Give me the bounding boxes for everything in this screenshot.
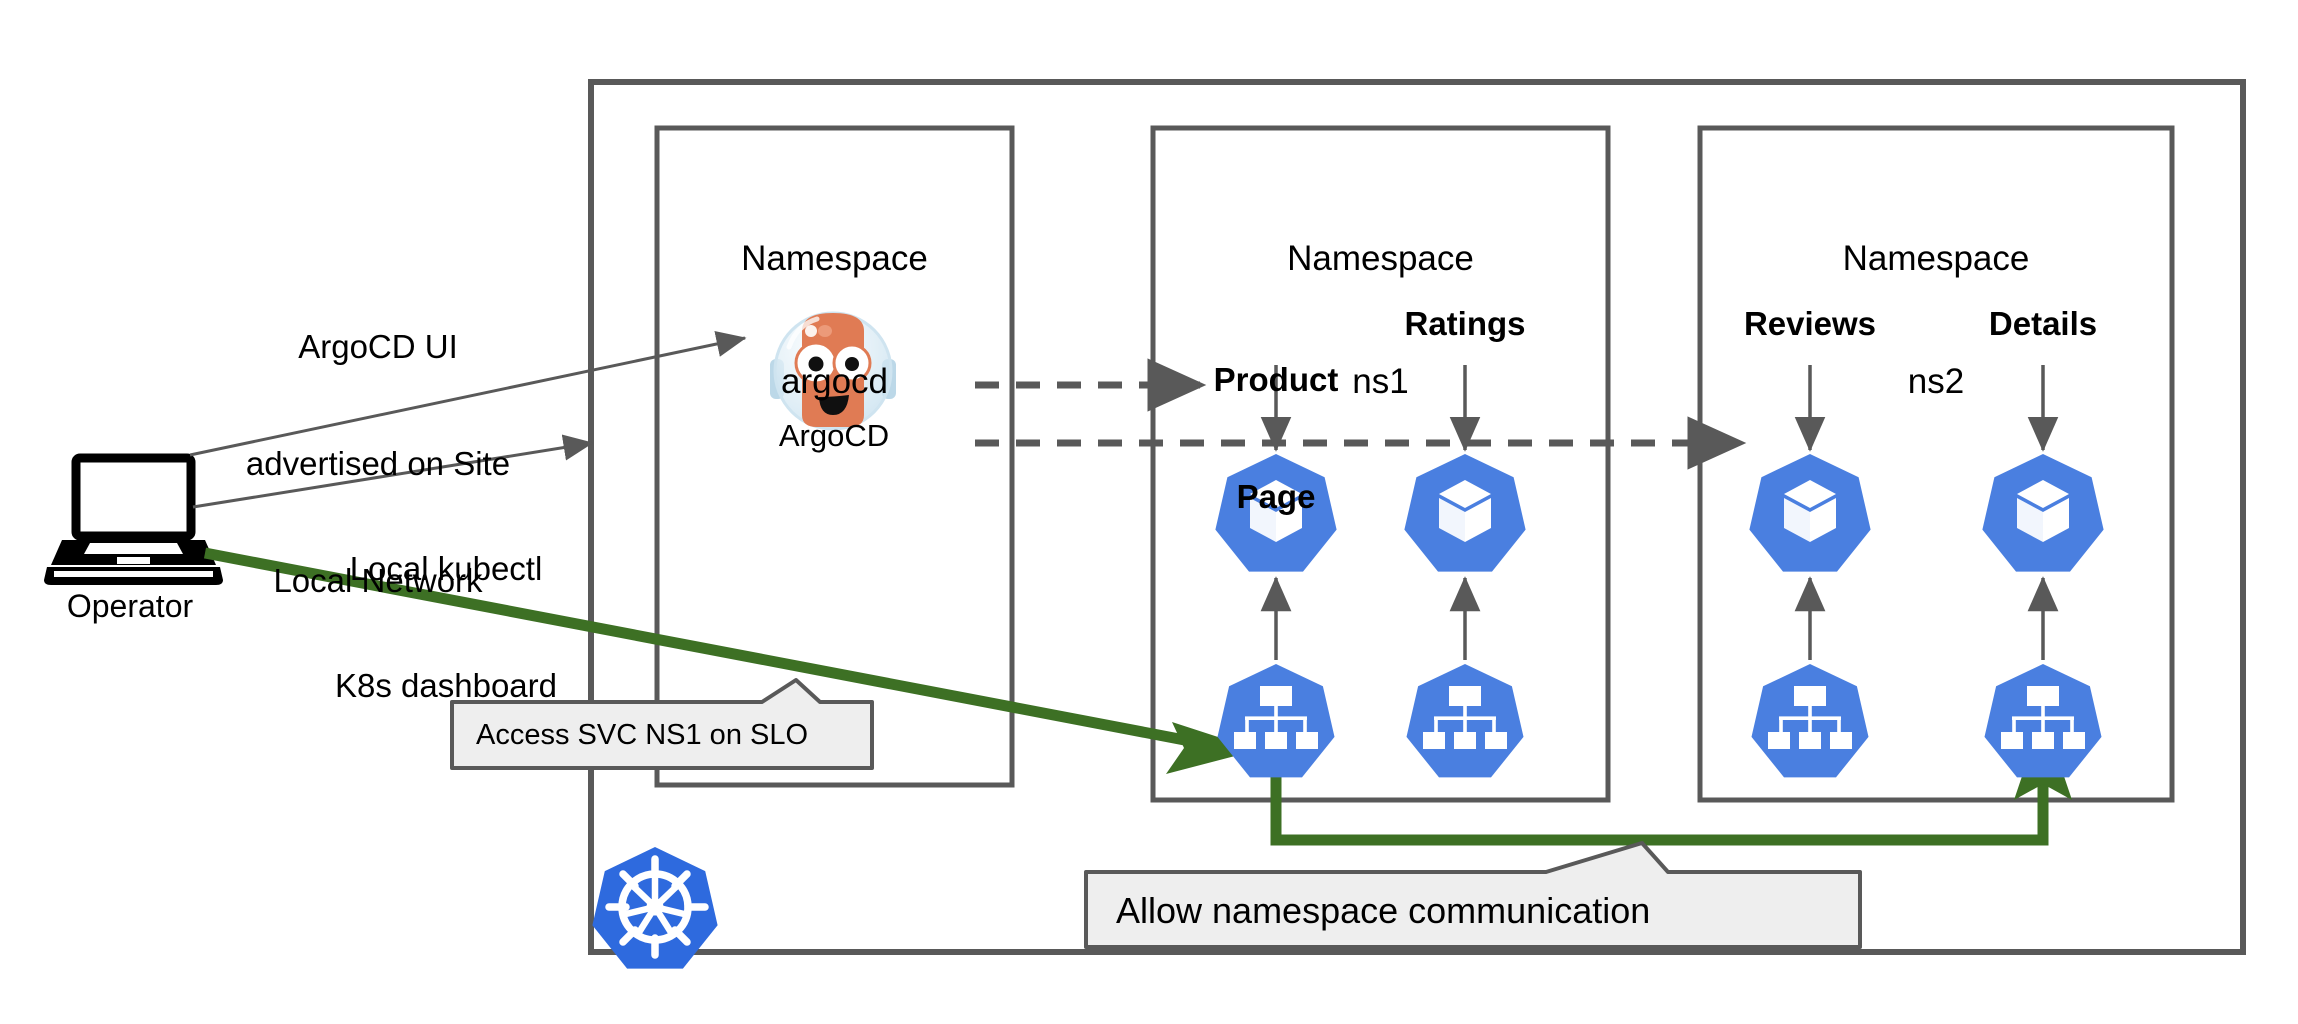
- callout-text-access-svc: Access SVC NS1 on SLO: [476, 719, 809, 751]
- k8s-pod-icon-reviews: [1749, 454, 1871, 572]
- annotation-local-kubectl-line-2: K8s dashboard: [335, 666, 557, 704]
- namespace-title-ns1-line-1: Namespace: [1287, 238, 1474, 278]
- namespace-title-ns2-line-2: ns2: [1907, 362, 1965, 402]
- annotation-argocd-ui-line-3: Local Network: [273, 561, 483, 599]
- namespace-title-ns2-line-1: Namespace: [1842, 238, 2030, 278]
- argocd-app-label: ArgoCD: [778, 418, 890, 453]
- operator-label: Operator: [66, 588, 194, 624]
- annotation-argocd-ui-line-1: ArgoCD UI: [298, 327, 458, 365]
- namespace-box-ns1: [1150, 125, 1611, 803]
- connector-local-kubectl: [192, 434, 594, 509]
- k8s-pod-icon-ratings: [1404, 454, 1526, 572]
- cluster-boundary: [588, 79, 2246, 955]
- namespace-title-ns1: Namespace ns1: [1153, 155, 1608, 485]
- k8s-service-icon-reviews: [1751, 664, 1869, 778]
- namespace-title-argocd-line-1: Namespace: [741, 238, 928, 278]
- laptop-icon: [44, 453, 223, 585]
- workload-label-product-page: Product Page: [1166, 283, 1386, 595]
- workload-label-details: Details: [1988, 305, 2098, 342]
- workload-label-product-page-line-1: Product: [1213, 360, 1339, 398]
- connector-argocd-ui: [189, 330, 747, 457]
- callout-text-allow-ns-comm: Allow namespace communication: [1116, 890, 1651, 931]
- k8s-pod-icon-details: [1982, 454, 2104, 572]
- namespace-box-argocd: [654, 125, 1015, 788]
- workload-label-reviews: Reviews: [1743, 305, 1877, 342]
- annotation-argocd-ui-line-2: advertised on Site: [245, 444, 511, 482]
- namespace-title-argocd-line-2: argocd: [780, 362, 889, 402]
- workload-label-ratings: Ratings: [1404, 305, 1526, 342]
- namespace-title-ns1-line-2: ns1: [1352, 362, 1409, 402]
- namespace-title-argocd: Namespace argocd: [657, 155, 1012, 485]
- green-connector-access-svc: [203, 547, 1258, 774]
- argocd-mascot-icon: [770, 311, 896, 431]
- k8s-service-icon-ratings: [1406, 664, 1524, 778]
- callout-box-allow-ns-comm: [1084, 841, 1862, 949]
- annotation-local-kubectl-line-1: Local kubectl: [349, 549, 543, 587]
- annotation-local-kubectl: Local kubectl K8s dashboard: [286, 472, 606, 784]
- k8s-service-icon-productpage: [1217, 664, 1335, 778]
- workload-label-product-page-line-2: Page: [1236, 477, 1316, 515]
- green-connector-namespace-comm: [1270, 714, 2072, 846]
- kubernetes-wheel-icon: [592, 847, 718, 969]
- k8s-service-icon-details: [1984, 664, 2102, 778]
- callout-box-access-svc: [450, 678, 874, 770]
- annotation-argocd-ui: ArgoCD UI advertised on Site Local Netwo…: [198, 250, 558, 678]
- k8s-pod-icon-productpage: [1215, 454, 1337, 572]
- namespace-title-ns2: Namespace ns2: [1700, 155, 2172, 485]
